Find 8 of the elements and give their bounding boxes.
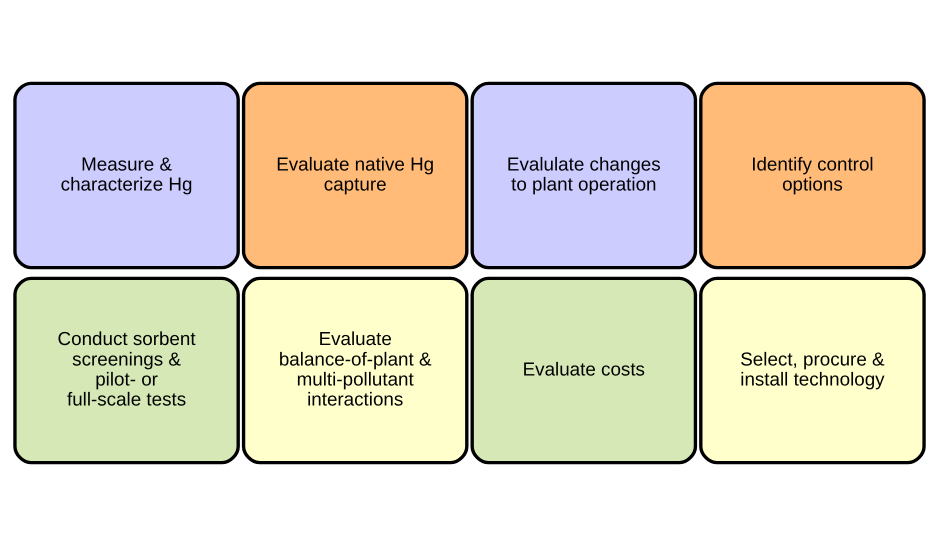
node-box: Select, procure & install technology [698, 276, 926, 464]
node-box: Evaluate costs [470, 276, 697, 464]
node-box: Measure & characterize Hg [12, 82, 240, 270]
node-box: Evaluate balance-of-plant & multi-pollutant interactions [241, 276, 468, 464]
node-box: Evalulate changes to plant operation [470, 82, 697, 270]
node-box: Evaluate native Hg capture [241, 82, 468, 270]
node-box: Conduct sorbent screenings & pilot- or full-scale tests [12, 276, 240, 464]
node-box: Identify control options [698, 82, 926, 270]
